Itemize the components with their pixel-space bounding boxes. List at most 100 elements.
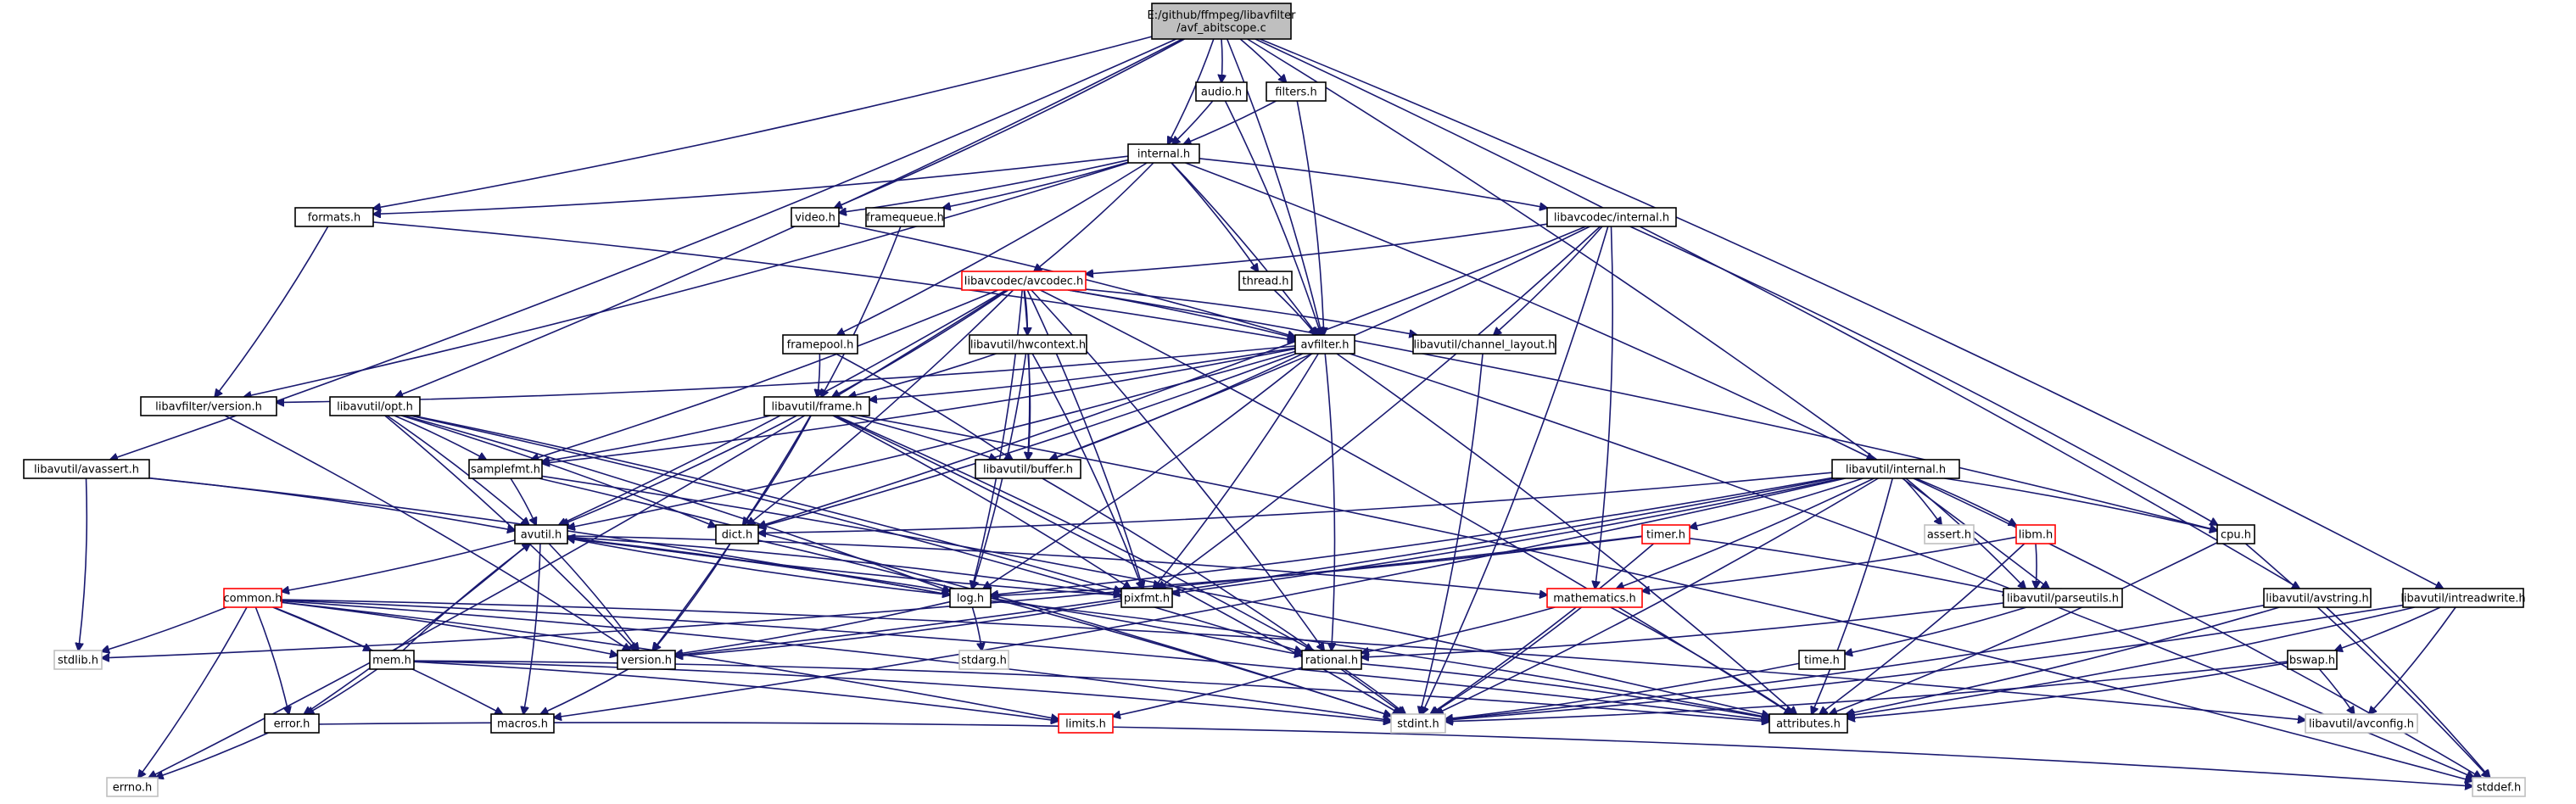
edge-lavf_version_h-to-version_h (224, 415, 630, 650)
node-rational-h[interactable]: rational.h (1301, 650, 1362, 670)
node-limits-h[interactable]: limits.h (1058, 713, 1114, 734)
node-box (782, 334, 858, 355)
edge-avfilter_h-to-avutil_h (567, 350, 1296, 528)
node-mem-h[interactable]: mem.h (369, 650, 415, 670)
node-lavc-internal-h[interactable]: libavcodec/internal.h (1546, 207, 1677, 227)
node-dict-h[interactable]: dict.h (715, 524, 759, 544)
node-framequeue-h[interactable]: framequeue.h (865, 207, 945, 227)
node-box (865, 207, 945, 227)
node-box (1266, 81, 1327, 102)
edge-opt_h-to-avutil_h (386, 415, 528, 525)
node-pixfmt-h[interactable]: pixfmt.h (1120, 588, 1173, 608)
node-timer-h[interactable]: timer.h (1641, 524, 1690, 544)
node-opt-h[interactable]: libavutil/opt.h (329, 396, 421, 416)
node-stdint-h[interactable]: stdint.h (1390, 713, 1446, 734)
node-label: filters.h (1275, 87, 1316, 99)
node-label: common.h (224, 593, 282, 606)
edge-parseutils_h-to-time_h (1845, 606, 2027, 654)
node-label: stdarg.h (961, 655, 1007, 667)
node-avconfig-h[interactable]: libavutil/avconfig.h (2305, 713, 2418, 734)
edge-rational_h-to-attributes_h (1361, 662, 1769, 718)
edge-timer_h-to-stdlib_h (102, 535, 1643, 658)
edge-lavc_internal_h-to-avcodec_h (1086, 223, 1548, 274)
node-label: samplefmt.h (471, 464, 540, 477)
node-version-h[interactable]: version.h (617, 650, 676, 670)
edge-bswap_h-to-avconfig_h (2318, 668, 2355, 714)
edge-frame_h-to-buffer_h (847, 415, 997, 460)
edge-log_h-to-avutil_h (567, 539, 951, 596)
edge-mem_h-to-stdint_h (413, 660, 1391, 722)
node-box (2216, 524, 2255, 544)
node-stddef-h[interactable]: stddef.h (2472, 777, 2526, 797)
node-box (1238, 271, 1293, 291)
edge-lavc_internal_h-to-stdint_h (1422, 226, 1609, 714)
node-internal-h[interactable]: internal.h (1127, 143, 1200, 164)
node-bswap-h[interactable]: bswap.h (2287, 650, 2338, 670)
node-avstring-h[interactable]: libavutil/avstring.h (2263, 588, 2372, 608)
node-macros-h[interactable]: macros.h (490, 713, 555, 734)
node-filters-h[interactable]: filters.h (1266, 81, 1327, 102)
edge-internal_h-to-avcodec_h (1034, 162, 1154, 271)
node-label: libavfilter/version.h (155, 401, 262, 414)
edge-mathematics_h-to-attributes_h (1610, 606, 1793, 714)
node-thread-h[interactable]: thread.h (1238, 271, 1293, 291)
edge-lavu_internal_h-to-cpu_h (1944, 477, 2217, 531)
edge-lavu_internal_h-to-pixfmt_h (1172, 477, 1842, 594)
node-buffer-h[interactable]: libavutil/buffer.h (975, 459, 1081, 479)
node-box (961, 271, 1087, 291)
node-lavu-internal-h[interactable]: libavutil/internal.h (1831, 459, 1960, 479)
node-common-h[interactable]: common.h (223, 588, 282, 608)
node-frame-h[interactable]: libavutil/frame.h (763, 396, 870, 416)
node-error-h[interactable]: error.h (264, 713, 320, 734)
edge-internal_h-to-framepool_h (837, 162, 1148, 335)
edge-bswap_h-to-attributes_h (1847, 662, 2288, 719)
node-label: cpu.h (2221, 529, 2251, 542)
node-avfilter-h[interactable]: avfilter.h (1294, 334, 1355, 355)
node-hwcontext-h[interactable]: libavutil/hwcontext.h (969, 334, 1087, 355)
node-samplefmt-h[interactable]: samplefmt.h (468, 459, 543, 479)
node-avassert-h[interactable]: libavutil/avassert.h (23, 459, 150, 479)
node-channel-layout-h[interactable]: libavutil/channel_layout.h (1412, 334, 1556, 355)
node-stdlib-h[interactable]: stdlib.h (53, 650, 103, 670)
edge-mathematics_h-to-rational_h (1361, 606, 1556, 653)
node-audio-h[interactable]: audio.h (1195, 81, 1248, 102)
edge-libm_h-to-attributes_h (1819, 543, 2026, 714)
node-label: log.h (957, 593, 984, 606)
node-root[interactable]: E:/github/ffmpeg/libavfilter/avf_abitsco… (1148, 3, 1297, 40)
node-assert-h[interactable]: assert.h (1924, 524, 1975, 544)
node-log-h[interactable]: log.h (949, 588, 992, 608)
node-intreadwrite-h[interactable]: libavutil/intreadwrite.h (2400, 588, 2526, 608)
node-mathematics-h[interactable]: mathematics.h (1546, 588, 1643, 608)
node-label: libavutil/internal.h (1846, 464, 1946, 477)
edge-opt_h-to-samplefmt_h (394, 415, 486, 460)
node-box (223, 588, 282, 608)
node-box (1831, 459, 1960, 479)
node-label: stddef.h (2477, 782, 2521, 795)
node-stdarg-h[interactable]: stdarg.h (958, 650, 1009, 670)
edge-cpu_h-to-stddef_h (2244, 543, 2489, 778)
node-label: libavutil/opt.h (337, 401, 413, 414)
node-box (1412, 334, 1556, 355)
node-lavf-version-h[interactable]: libavfilter/version.h (140, 396, 277, 416)
edge-internal_h-to-thread_h (1171, 162, 1258, 271)
edge-intreadwrite_h-to-attributes_h (1847, 606, 2415, 716)
edge-avassert_h-to-stdlib_h (78, 477, 88, 650)
node-attributes-h[interactable]: attributes.h (1769, 713, 1848, 734)
edge-filters_h-to-internal_h (1184, 100, 1277, 144)
edge-lavu_internal_h-to-libm_h (1915, 477, 2016, 525)
node-box (23, 459, 150, 479)
node-formats-h[interactable]: formats.h (294, 207, 374, 227)
node-errno-h[interactable]: errno.h (106, 777, 159, 797)
node-box (294, 207, 374, 227)
node-time-h[interactable]: time.h (1798, 650, 1846, 670)
node-framepool-h[interactable]: framepool.h (782, 334, 858, 355)
node-video-h[interactable]: video.h (791, 207, 840, 227)
edge-audio_h-to-internal_h (1172, 100, 1214, 144)
node-cpu-h[interactable]: cpu.h (2216, 524, 2255, 544)
node-avutil-h[interactable]: avutil.h (514, 524, 568, 544)
node-libm-h[interactable]: libm.h (2015, 524, 2056, 544)
edge-timer_h-to-stdint_h (1430, 543, 1655, 714)
node-avcodec-h[interactable]: libavcodec/avcodec.h (961, 271, 1087, 291)
node-label: libavutil/channel_layout.h (1414, 339, 1556, 352)
node-parseutils-h[interactable]: libavutil/parseutils.h (2003, 588, 2123, 608)
